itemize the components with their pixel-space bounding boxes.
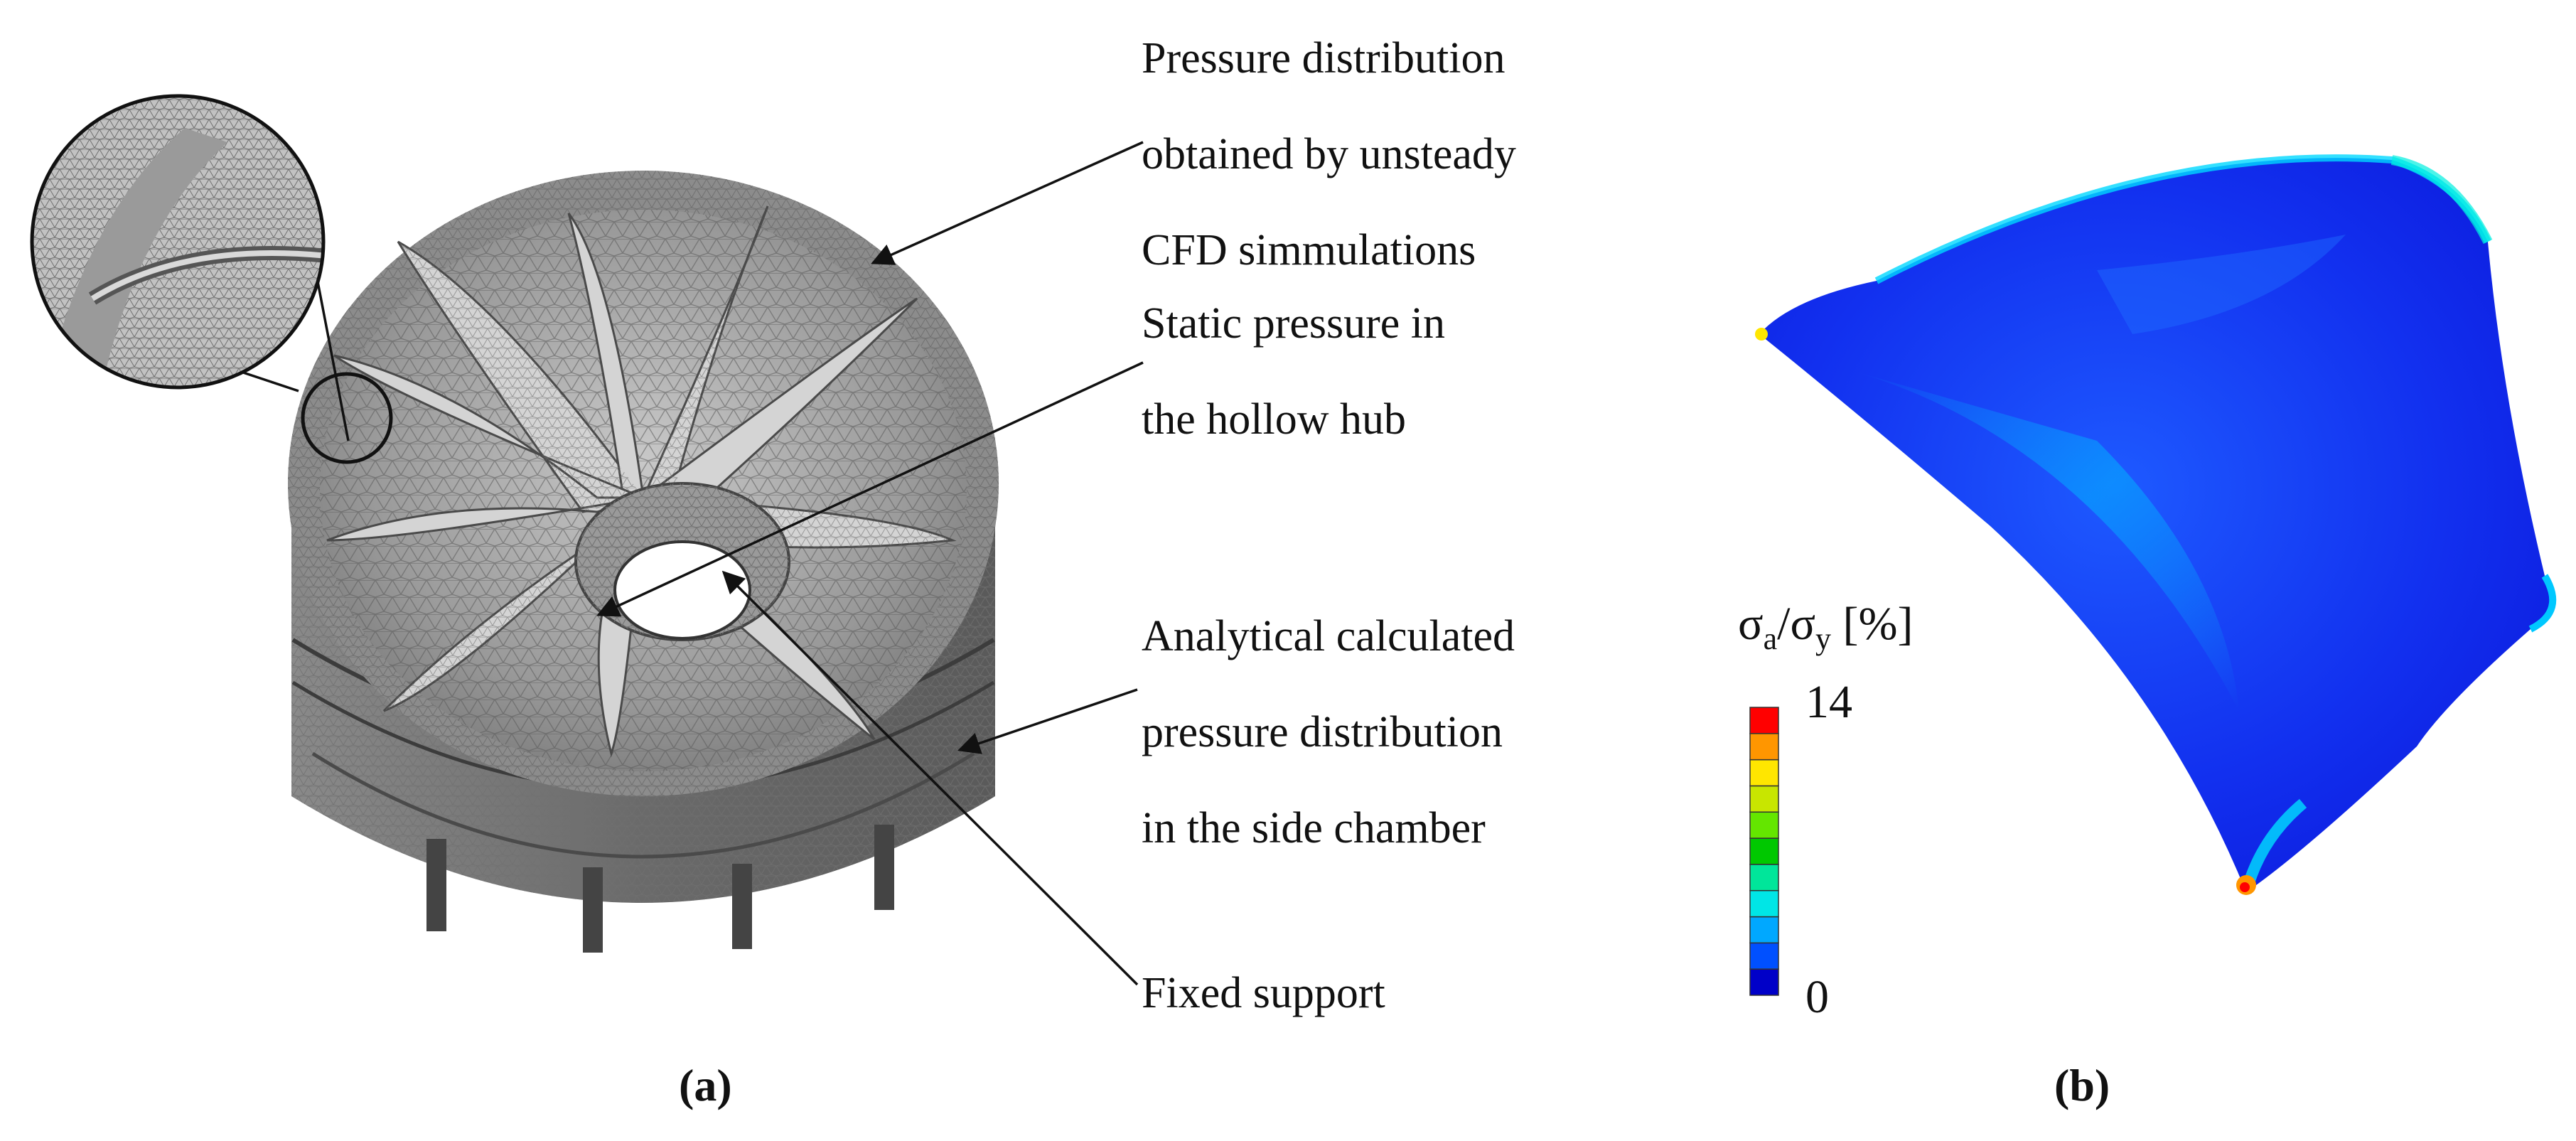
colorbar-title-sigma: σ	[1790, 598, 1816, 650]
colorbar-title-sub-a: a	[1763, 621, 1778, 657]
annotation-arrows	[596, 141, 1144, 986]
colorbar-swatch	[1749, 916, 1779, 944]
arrow-static-pressure	[596, 361, 1144, 617]
colorbar-title-sigma: σ	[1738, 598, 1764, 650]
annotation-line: Fixed support	[1142, 969, 1385, 1017]
colorbar-swatch	[1749, 968, 1779, 996]
arrow-pressure-cfd	[871, 141, 1144, 265]
colorbar-swatch	[1749, 707, 1779, 734]
panel-label-b: (b)	[2054, 1060, 2110, 1110]
annotation-pressure-cfd: Pressure distribution obtained by unstea…	[1142, 11, 1516, 299]
annotation-line: pressure distribution	[1142, 708, 1503, 756]
annotation-line: the hollow hub	[1142, 395, 1406, 444]
colorbar-swatch	[1749, 811, 1779, 839]
annotation-line: Static pressure in	[1142, 299, 1446, 348]
zoom-inset	[30, 94, 393, 464]
colorbar-swatch	[1749, 889, 1779, 918]
zoom-circle	[30, 94, 326, 390]
arrow-side-chamber	[957, 688, 1138, 754]
colorbar-swatch	[1749, 864, 1779, 891]
annotation-side-chamber: Analytical calculated pressure distribut…	[1142, 589, 1515, 877]
runner-mesh-model	[288, 171, 999, 953]
colorbar-swatch	[1749, 837, 1779, 865]
arrow-fixed-support	[721, 570, 1139, 986]
annotation-line: obtained by unsteady	[1142, 130, 1516, 178]
annotation-fixed-support: Fixed support	[1142, 946, 1385, 1041]
colorbar-min-label: 0	[1805, 971, 1829, 1023]
annotation-line: in the side chamber	[1142, 804, 1486, 852]
colorbar-title: σa/σy [%]	[1738, 598, 1914, 657]
blade-stress-contour	[1755, 154, 2557, 895]
colorbar-swatch	[1749, 942, 1779, 970]
zoom-source-circle	[301, 372, 393, 464]
colorbar-swatch	[1749, 733, 1779, 761]
colorbar-max-label: 14	[1805, 676, 1852, 728]
annotation-line: Analytical calculated	[1142, 612, 1515, 660]
colorbar	[1749, 707, 1779, 996]
annotation-static-pressure: Static pressure in the hollow hub	[1142, 276, 1445, 468]
colorbar-title-sub-y: y	[1815, 621, 1832, 657]
colorbar-swatch	[1749, 759, 1779, 787]
annotation-line: Pressure distribution	[1142, 34, 1506, 82]
colorbar-swatch	[1749, 785, 1779, 813]
panel-label-a: (a)	[679, 1060, 732, 1110]
colorbar-title-unit: [%]	[1842, 598, 1914, 650]
annotation-line: CFD simmulations	[1142, 226, 1476, 274]
